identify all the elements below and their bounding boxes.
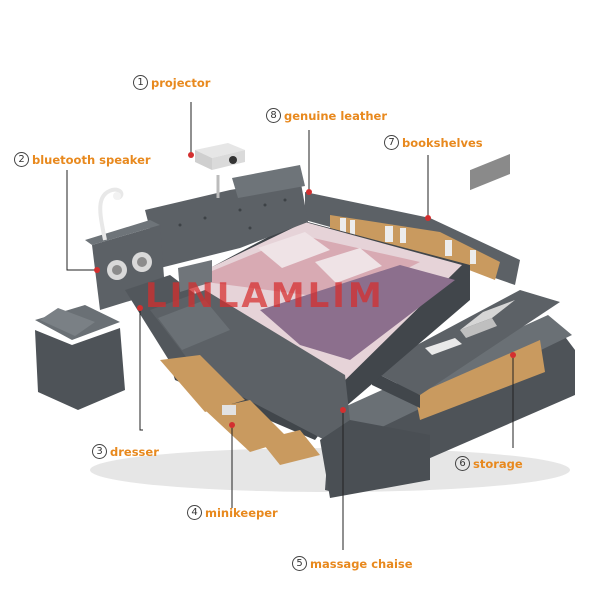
label-number: 6 (455, 456, 470, 471)
label-text: massage chaise (310, 556, 413, 571)
ottoman-lid-open (40, 308, 95, 336)
leader-bluetooth (66, 170, 97, 271)
pillow-right (315, 248, 382, 283)
label-bookshelves: 7 bookshelves (384, 135, 483, 150)
books (340, 218, 476, 264)
book-on-armrest (425, 338, 462, 355)
chaise-headrest (178, 260, 212, 292)
chaise-base (320, 420, 430, 498)
right-armrest-front (370, 370, 420, 408)
label-number: 4 (187, 505, 202, 520)
drawer-item (222, 405, 236, 415)
label-text: projector (151, 75, 211, 90)
front-drawer-2 (260, 430, 320, 465)
lamp-head (113, 192, 121, 200)
label-number: 1 (133, 75, 148, 90)
right-armrest (370, 290, 560, 395)
watermark: LINLAMLIM (145, 276, 385, 316)
headboard-tufting (178, 198, 287, 230)
right-platform-top (320, 315, 572, 445)
label-text: bookshelves (402, 135, 483, 150)
storage-items (470, 153, 510, 191)
massage-chaise-backrest (158, 300, 230, 350)
headboard (145, 178, 308, 268)
label-genuine-leather: 8 genuine leather (266, 108, 387, 123)
laptop-icon (460, 300, 515, 338)
label-storage: 6 storage (455, 456, 523, 471)
leader-dots (94, 152, 516, 428)
projector-icon (195, 143, 245, 198)
minikeeper-drawer (160, 355, 245, 412)
label-minikeeper: 4 minikeeper (187, 505, 278, 520)
ottoman-body (35, 328, 125, 410)
headboard-top (232, 165, 305, 198)
label-number: 2 (14, 152, 29, 167)
label-text: minikeeper (205, 505, 278, 520)
label-text: storage (473, 456, 523, 471)
label-number: 8 (266, 108, 281, 123)
speaker-icon (107, 252, 152, 280)
label-text: dresser (110, 444, 159, 459)
reading-lamp (98, 187, 124, 241)
label-text: bluetooth speaker (32, 152, 151, 167)
label-number: 7 (384, 135, 399, 150)
leader-lines (66, 102, 514, 550)
label-number: 3 (92, 444, 107, 459)
label-number: 5 (292, 556, 307, 571)
label-massage-chaise: 5 massage chaise (292, 556, 413, 571)
label-bluetooth-speaker: 2 bluetooth speaker (14, 152, 151, 167)
leader-dresser (139, 308, 143, 431)
pillow-left (258, 232, 330, 268)
label-projector: 1 projector (133, 75, 210, 90)
label-dresser: 3 dresser (92, 444, 159, 459)
label-text: genuine leather (284, 108, 387, 123)
blanket (260, 265, 455, 360)
